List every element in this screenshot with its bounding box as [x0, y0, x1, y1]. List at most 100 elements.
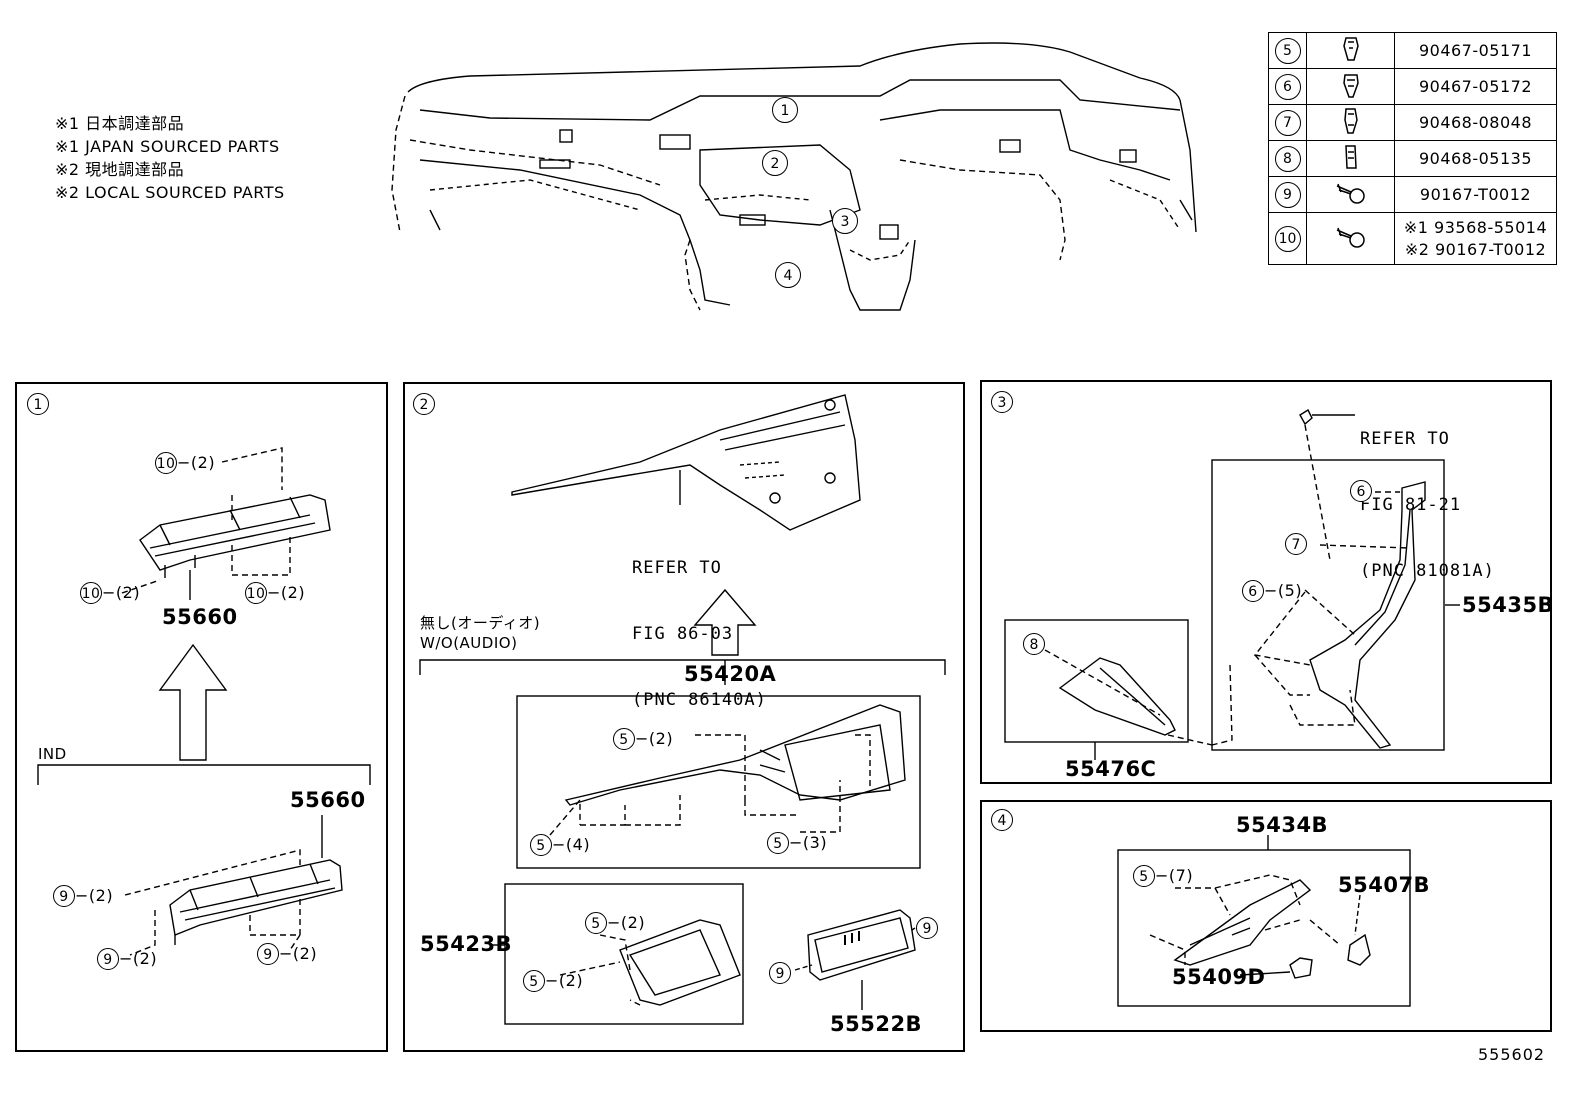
- fastener-callout: 6−(5): [1242, 580, 1302, 602]
- overview-callout-4: 4: [775, 262, 801, 288]
- figure-id: 555602: [1478, 1045, 1546, 1064]
- callout-number: 10: [80, 582, 102, 604]
- callout-number: 9: [257, 943, 279, 965]
- callout-number: 7: [1274, 109, 1301, 136]
- screw-icon: [1306, 212, 1395, 265]
- table-row: 10 ※1 93568-55014 ※2 90167-T0012: [1268, 212, 1557, 265]
- fastener-callout: 10−(2): [245, 582, 305, 604]
- reference-line: REFER TO: [632, 558, 722, 578]
- callout-number: 5: [530, 834, 552, 856]
- reference-line: FIG 81-21: [1360, 495, 1462, 515]
- part-number: ※2 90167-T0012: [1404, 239, 1547, 259]
- panel-2: [403, 382, 965, 1052]
- callout-number: 6: [1274, 73, 1301, 100]
- callout-qty: −(4): [552, 835, 591, 854]
- part-number: 90167-T0012: [1394, 176, 1557, 213]
- callout-number: 9: [53, 885, 75, 907]
- condition-label-en: W/O(AUDIO): [420, 634, 518, 652]
- callout-qty: −(2): [102, 583, 141, 602]
- callout-number: 5: [1274, 37, 1301, 64]
- fastener-callout: 5−(3): [767, 832, 827, 854]
- table-row: 7 90468-08048: [1268, 104, 1557, 141]
- note-line: ※1 日本調達部品: [55, 114, 185, 133]
- fastener-callout: 9−(2): [97, 948, 157, 970]
- callout-qty: −(2): [119, 949, 158, 968]
- panel-number: 1: [27, 393, 49, 415]
- part-number: 90467-05172: [1394, 68, 1557, 105]
- part-label: 55522B: [830, 1012, 923, 1036]
- part-label: 55434B: [1236, 813, 1329, 837]
- part-number: 90468-05135: [1394, 140, 1557, 177]
- callout-number: 6: [1242, 580, 1264, 602]
- sourcing-notes: ※1 日本調達部品 ※1 JAPAN SOURCED PARTS ※2 現地調達…: [55, 112, 285, 204]
- callout-qty: −(2): [75, 886, 114, 905]
- clip-icon: [1306, 68, 1395, 105]
- callout-number: 9: [769, 962, 791, 984]
- callout-number: 10: [1274, 225, 1301, 252]
- reference-line: REFER TO: [1360, 429, 1450, 449]
- note-line: ※2 現地調達部品: [55, 160, 185, 179]
- reference-line: (PNC 86140A): [632, 690, 767, 710]
- callout-number: 5: [1133, 865, 1155, 887]
- callout-number: 5: [613, 728, 635, 750]
- reference-line: (PNC 81081A): [1360, 561, 1495, 581]
- fastener-callout: 10−(2): [80, 582, 140, 604]
- part-number: ※1 93568-55014: [1403, 217, 1548, 237]
- callout-number: 8: [1023, 633, 1045, 655]
- fastener-callout: 5−(4): [530, 834, 590, 856]
- callout-number: 10: [155, 452, 177, 474]
- callout-number: 6: [1350, 480, 1372, 502]
- reference-note: REFER TO FIG 81-21 (PNC 81081A): [1360, 384, 1495, 604]
- callout-qty: −(2): [635, 729, 674, 748]
- fastener-parts-table: 5 90467-05171 6 90467-05172 7 90468-0804…: [1268, 32, 1557, 265]
- callout-number: 9: [1274, 181, 1301, 208]
- callout-number: 5: [523, 970, 545, 992]
- panel-number: 3: [991, 391, 1013, 413]
- reference-note: REFER TO FIG 86-03 (PNC 86140A): [632, 513, 767, 733]
- callout-qty: −(2): [177, 453, 216, 472]
- fastener-callout: 10−(2): [155, 452, 215, 474]
- part-label: 55476C: [1065, 757, 1157, 781]
- callout-number: 10: [245, 582, 267, 604]
- callout-qty: −(2): [279, 944, 318, 963]
- note-line: ※2 LOCAL SOURCED PARTS: [55, 183, 285, 202]
- overview-callout-2: 2: [762, 150, 788, 176]
- reference-line: FIG 86-03: [632, 624, 734, 644]
- part-number: 90467-05171: [1394, 32, 1557, 69]
- table-row: 6 90467-05172: [1268, 68, 1557, 105]
- part-label: 55407B: [1338, 873, 1431, 897]
- fastener-callout: 5−(2): [585, 912, 645, 934]
- callout-qty: −(3): [789, 833, 828, 852]
- callout-number: 5: [585, 912, 607, 934]
- clip-icon: [1306, 140, 1395, 177]
- table-row: 8 90468-05135: [1268, 140, 1557, 177]
- part-label: 55423B: [420, 932, 513, 956]
- table-row: 9 90167-T0012: [1268, 176, 1557, 213]
- part-label: 55409D: [1172, 965, 1266, 989]
- fastener-callout: 5−(2): [613, 728, 673, 750]
- panel-3: [980, 380, 1552, 784]
- fastener-callout: 5−(2): [523, 970, 583, 992]
- callout-number: 5: [767, 832, 789, 854]
- fastener-callout: 5−(7): [1133, 865, 1193, 887]
- panel-1: [15, 382, 388, 1052]
- callout-qty: −(7): [1155, 866, 1194, 885]
- overview-callout-1: 1: [772, 97, 798, 123]
- note-line: ※1 JAPAN SOURCED PARTS: [55, 137, 280, 156]
- condition-label-jp: 無し(オーディオ): [420, 614, 541, 632]
- callout-qty: −(2): [607, 913, 646, 932]
- overview-callout-3: 3: [832, 208, 858, 234]
- callout-number: 7: [1285, 533, 1307, 555]
- condition-label: IND: [38, 745, 67, 763]
- part-label: 55660: [162, 605, 238, 629]
- callout-number: 9: [97, 948, 119, 970]
- panel-number: 4: [991, 809, 1013, 831]
- callout-number: 9: [916, 917, 938, 939]
- part-label: 55435B: [1462, 593, 1555, 617]
- part-label: 55660: [290, 788, 366, 812]
- callout-qty: −(5): [1264, 581, 1303, 600]
- callout-qty: −(2): [267, 583, 306, 602]
